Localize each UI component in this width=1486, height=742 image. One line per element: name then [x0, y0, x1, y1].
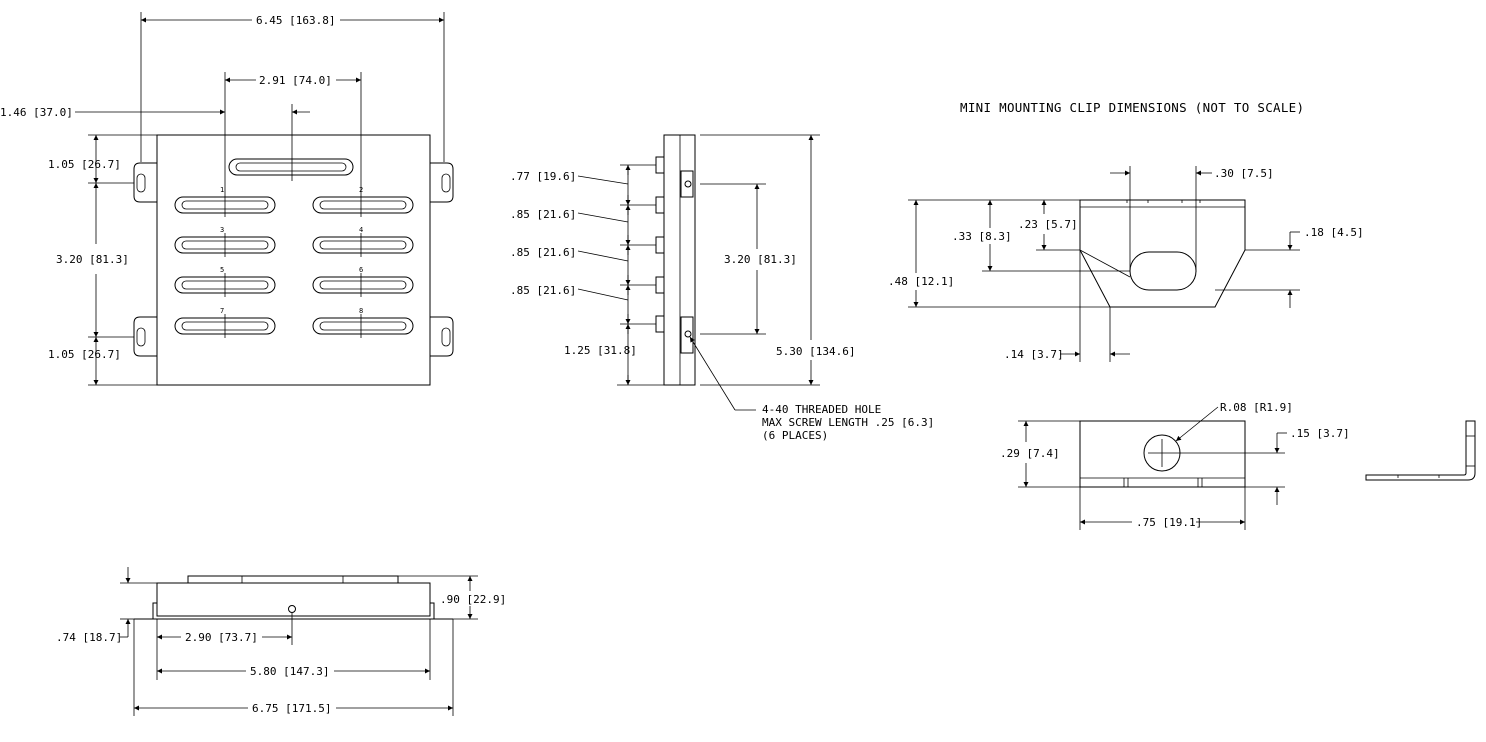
connector-number-4: 4	[359, 226, 363, 234]
dim-pitch-3-label: .85 [21.6]	[510, 246, 576, 259]
clip-bottom-view: R.08 [R1.9] .29 [7.4] .15 [3.7] .75 [19.…	[1000, 401, 1350, 530]
connector-3	[174, 233, 276, 257]
dim-radius-label: R.08 [R1.9]	[1220, 401, 1293, 414]
dim-flange-height: .74 [18.7]	[56, 567, 157, 644]
threaded-hole-bottom	[684, 330, 692, 338]
connector-7	[174, 314, 276, 338]
dim-connector-spacing-label: 2.91 [74.0]	[259, 74, 332, 87]
dim-tab-bottom-label: 1.05 [26.7]	[48, 348, 121, 361]
dim-front-height-label: .90 [22.9]	[440, 593, 506, 606]
dim-total-48-label: .48 [12.1]	[888, 275, 954, 288]
front-body	[156, 582, 431, 617]
note-line-1: 4-40 THREADED HOLE	[762, 403, 881, 416]
dim-overall-height-label: 5.30 [134.6]	[776, 345, 855, 358]
note-line-3: (6 PLACES)	[762, 429, 828, 442]
dim-hole-offset-label: 2.90 [73.7]	[185, 631, 258, 644]
dim-slot-18: .18 [4.5]	[1287, 226, 1364, 308]
dim-pitch-4-label: .85 [21.6]	[510, 284, 576, 297]
mounting-tab-bottom-right	[430, 316, 454, 357]
connector-4	[312, 233, 414, 257]
l-bracket	[1365, 420, 1476, 481]
dim-inner-width: 5.80 [147.3]	[157, 665, 430, 678]
dim-offset-14: .14 [3.7]	[1004, 250, 1130, 362]
connector-6	[312, 273, 414, 297]
clip-outline	[1079, 199, 1246, 308]
side-body	[663, 134, 696, 386]
clip-side-view	[1365, 420, 1476, 481]
dim-pitch-first-label: .77 [19.6]	[510, 170, 576, 183]
dim-front-overall-label: 6.75 [171.5]	[252, 702, 331, 715]
dim-tab-spacing-label: 3.20 [81.3]	[56, 253, 129, 266]
mounting-tab-top-left	[133, 162, 157, 203]
connector-2	[312, 193, 414, 217]
dim-connector-spacing: 2.91 [74.0]	[224, 72, 362, 193]
note-line-2: MAX SCREW LENGTH .25 [6.3]	[762, 416, 934, 429]
dim-hole-spacing-label: 3.20 [81.3]	[724, 253, 797, 266]
dim-tab-top-label: 1.05 [26.7]	[48, 158, 121, 171]
dim-side-pitch: .77 [19.6] .85 [21.6] .85 [21.6] .85 [21…	[510, 164, 664, 386]
dim-flange-height-label: .74 [18.7]	[56, 631, 122, 644]
front-hole	[288, 605, 296, 613]
dim-hole-offset: 2.90 [73.7]	[156, 613, 431, 680]
dim-overall-width: 6.45 [163.8]	[140, 12, 445, 162]
top-view: 1 2 3 4 5 6 7 8 6.45 [163.8] 2.91 [74.0]	[0, 12, 454, 386]
connector-1	[174, 193, 276, 217]
connector-grid	[174, 193, 414, 338]
front-view: .90 [22.9] .74 [18.7] 2.90 [73.7] 5.80 […	[56, 567, 506, 716]
dim-clip-width-label: .75 [19.1]	[1136, 516, 1202, 529]
top-plate	[156, 134, 431, 386]
connector-8	[312, 314, 414, 338]
dim-radius: R.08 [R1.9]	[1175, 401, 1293, 442]
connector-number-7: 7	[220, 307, 224, 315]
dim-clip-width: .75 [19.1]	[1079, 487, 1246, 530]
connector-main	[228, 155, 354, 181]
dim-depth-33: .33 [8.3]	[952, 200, 1130, 272]
connector-number-8: 8	[359, 307, 363, 315]
dim-slot-width-label: .30 [7.5]	[1214, 167, 1274, 180]
dim-overall-width-label: 6.45 [163.8]	[256, 14, 335, 27]
dim-left-offset: 1.46 [37.0]	[0, 104, 310, 155]
threaded-hole-note: 4-40 THREADED HOLE MAX SCREW LENGTH .25 …	[689, 336, 934, 442]
dim-left-verticals: 1.05 [26.7] 3.20 [81.3] 1.05 [26.7]	[48, 134, 157, 386]
dim-hole-center: .15 [3.7]	[1245, 427, 1350, 505]
dim-offset-14-label: .14 [3.7]	[1004, 348, 1064, 361]
dim-clip-height: .29 [7.4]	[1000, 420, 1080, 488]
dim-bottom-offset-label: 1.25 [31.8]	[564, 344, 637, 357]
dim-clip-height-label: .29 [7.4]	[1000, 447, 1060, 460]
dim-slot-width: .30 [7.5]	[1110, 166, 1274, 272]
mounting-tab-bottom-left	[133, 316, 157, 357]
clip-top-view: .30 [7.5] .23 [5.7] .33 [8.3] .48 [12.1]	[888, 166, 1364, 362]
side-view: .77 [19.6] .85 [21.6] .85 [21.6] .85 [21…	[510, 134, 934, 442]
dim-total-48: .48 [12.1]	[888, 199, 1110, 308]
connector-number-6: 6	[359, 266, 363, 274]
dim-depth-23: .23 [5.7]	[1018, 200, 1080, 251]
connector-number-5: 5	[220, 266, 224, 274]
dim-front-height: .90 [22.9]	[398, 575, 506, 620]
dim-inner-width-label: 5.80 [147.3]	[250, 665, 329, 678]
clip-slot	[1129, 251, 1197, 291]
dim-slot-18-label: .18 [4.5]	[1304, 226, 1364, 239]
dim-pitch-2-label: .85 [21.6]	[510, 208, 576, 221]
dim-depth-33-label: .33 [8.3]	[952, 230, 1012, 243]
dim-depth-23-label: .23 [5.7]	[1018, 218, 1078, 231]
dim-hole-center-label: .15 [3.7]	[1290, 427, 1350, 440]
connector-number-3: 3	[220, 226, 224, 234]
dim-side-right: 3.20 [81.3] 5.30 [134.6]	[700, 134, 855, 386]
dim-left-offset-label: 1.46 [37.0]	[0, 106, 73, 119]
front-connector-strip	[187, 575, 399, 584]
connector-number-1: 1	[220, 186, 224, 194]
mounting-tab-top-right	[430, 162, 454, 203]
clip-plate	[1079, 420, 1246, 488]
threaded-hole-top	[684, 180, 692, 188]
connector-5	[174, 273, 276, 297]
clip-title: MINI MOUNTING CLIP DIMENSIONS (NOT TO SC…	[960, 100, 1304, 115]
dim-front-overall: 6.75 [171.5]	[133, 619, 454, 716]
